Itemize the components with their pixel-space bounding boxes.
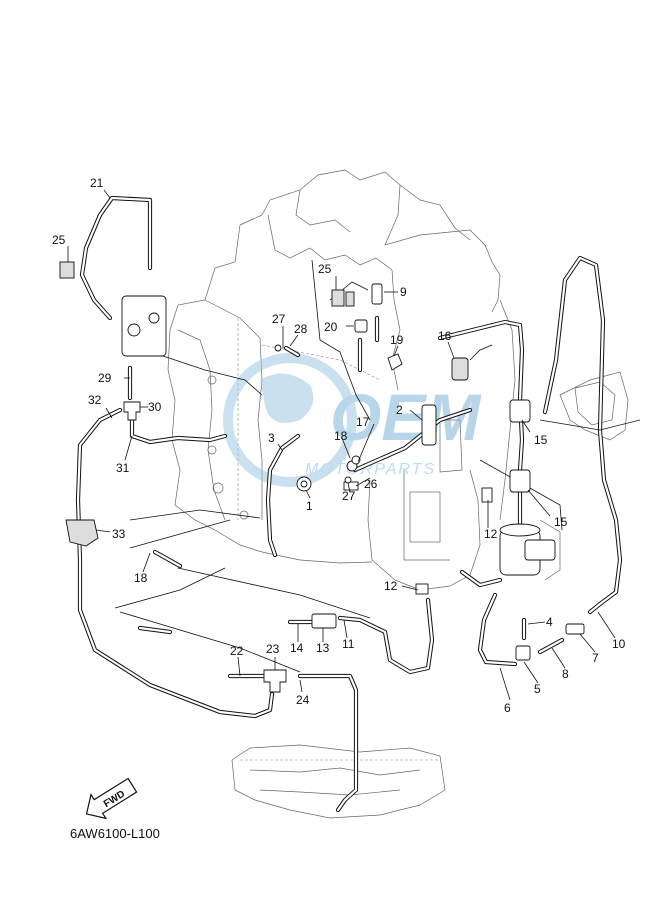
clamp-25-mid <box>331 289 345 307</box>
callout-25-mid: 25 <box>318 262 332 276</box>
connector-7 <box>565 623 585 635</box>
callout-6: 6 <box>504 701 511 715</box>
tee-joint-30 <box>123 401 141 421</box>
callout-28: 28 <box>294 322 308 336</box>
thin-lines <box>114 259 641 673</box>
callout-31: 31 <box>116 461 130 475</box>
callout-2: 2 <box>396 403 403 417</box>
callout-5: 5 <box>534 682 541 696</box>
callout-21: 21 <box>90 176 104 190</box>
callout-27-upper: 27 <box>272 312 286 326</box>
components <box>59 261 585 693</box>
fuel-pump-body <box>121 295 167 357</box>
callout-1: 1 <box>306 499 313 513</box>
callout-12-lower: 12 <box>384 579 398 593</box>
callout-23: 23 <box>266 642 280 656</box>
callout-33: 33 <box>112 527 126 541</box>
callout-24: 24 <box>296 693 310 707</box>
callout-22: 22 <box>230 644 244 658</box>
callout-13: 13 <box>316 641 330 655</box>
callout-16: 16 <box>438 329 452 343</box>
callout-20: 20 <box>324 320 338 334</box>
fitting-9 <box>371 283 383 305</box>
callout-11: 11 <box>342 637 355 651</box>
callout-12-upper: 12 <box>484 527 498 541</box>
callout-27-lower: 27 <box>342 489 356 503</box>
callout-15-lower: 15 <box>554 515 568 529</box>
callout-29: 29 <box>98 371 112 385</box>
callout-30: 30 <box>148 400 162 414</box>
callout-10: 10 <box>612 637 626 651</box>
diagram-code: 6AW6100-L100 <box>70 826 160 841</box>
callout-3: 3 <box>268 431 275 445</box>
connector-12-upper <box>481 487 493 503</box>
valve-2 <box>421 404 437 446</box>
callout-leaders <box>67 189 616 701</box>
callout-25-left: 25 <box>52 233 66 247</box>
fuel-pump-fitting <box>127 323 141 337</box>
callout-18-lower: 18 <box>134 571 148 585</box>
bracket-15-lower <box>509 469 531 493</box>
callout-4: 4 <box>546 615 553 629</box>
callout-15-upper: 15 <box>534 433 548 447</box>
callout-18-upper: 18 <box>334 429 348 443</box>
connector-5 <box>515 645 531 661</box>
fitting-20 <box>354 319 368 333</box>
callout-7: 7 <box>592 651 599 665</box>
callout-9: 9 <box>400 285 407 299</box>
clip-27-upper <box>274 344 282 352</box>
clamp-16 <box>451 357 469 381</box>
hose-network <box>75 195 623 813</box>
watermark-subtitle: MOTORPARTS <box>305 461 436 478</box>
callout-labels: 21 25 25 9 20 27 28 19 16 29 32 30 2 17 … <box>52 176 626 715</box>
fitting-26 <box>343 481 359 491</box>
callout-19: 19 <box>390 333 404 347</box>
tee-joint-23 <box>263 669 287 693</box>
bracket-15-upper <box>509 399 531 423</box>
clamp-25-left <box>59 261 75 279</box>
callout-32: 32 <box>88 393 102 407</box>
callout-26: 26 <box>364 477 378 491</box>
connector-12-lower <box>415 583 429 595</box>
clip-27-lower <box>344 476 352 484</box>
clamp-33 <box>65 519 99 547</box>
watermark-brand: OEM <box>330 380 482 454</box>
callout-17: 17 <box>356 415 370 429</box>
callout-14: 14 <box>290 641 304 655</box>
clip-19 <box>387 353 403 371</box>
callout-8: 8 <box>562 667 569 681</box>
engine-outline <box>167 169 629 819</box>
forward-arrow: FWD <box>85 777 138 820</box>
joint-13 <box>311 613 337 629</box>
